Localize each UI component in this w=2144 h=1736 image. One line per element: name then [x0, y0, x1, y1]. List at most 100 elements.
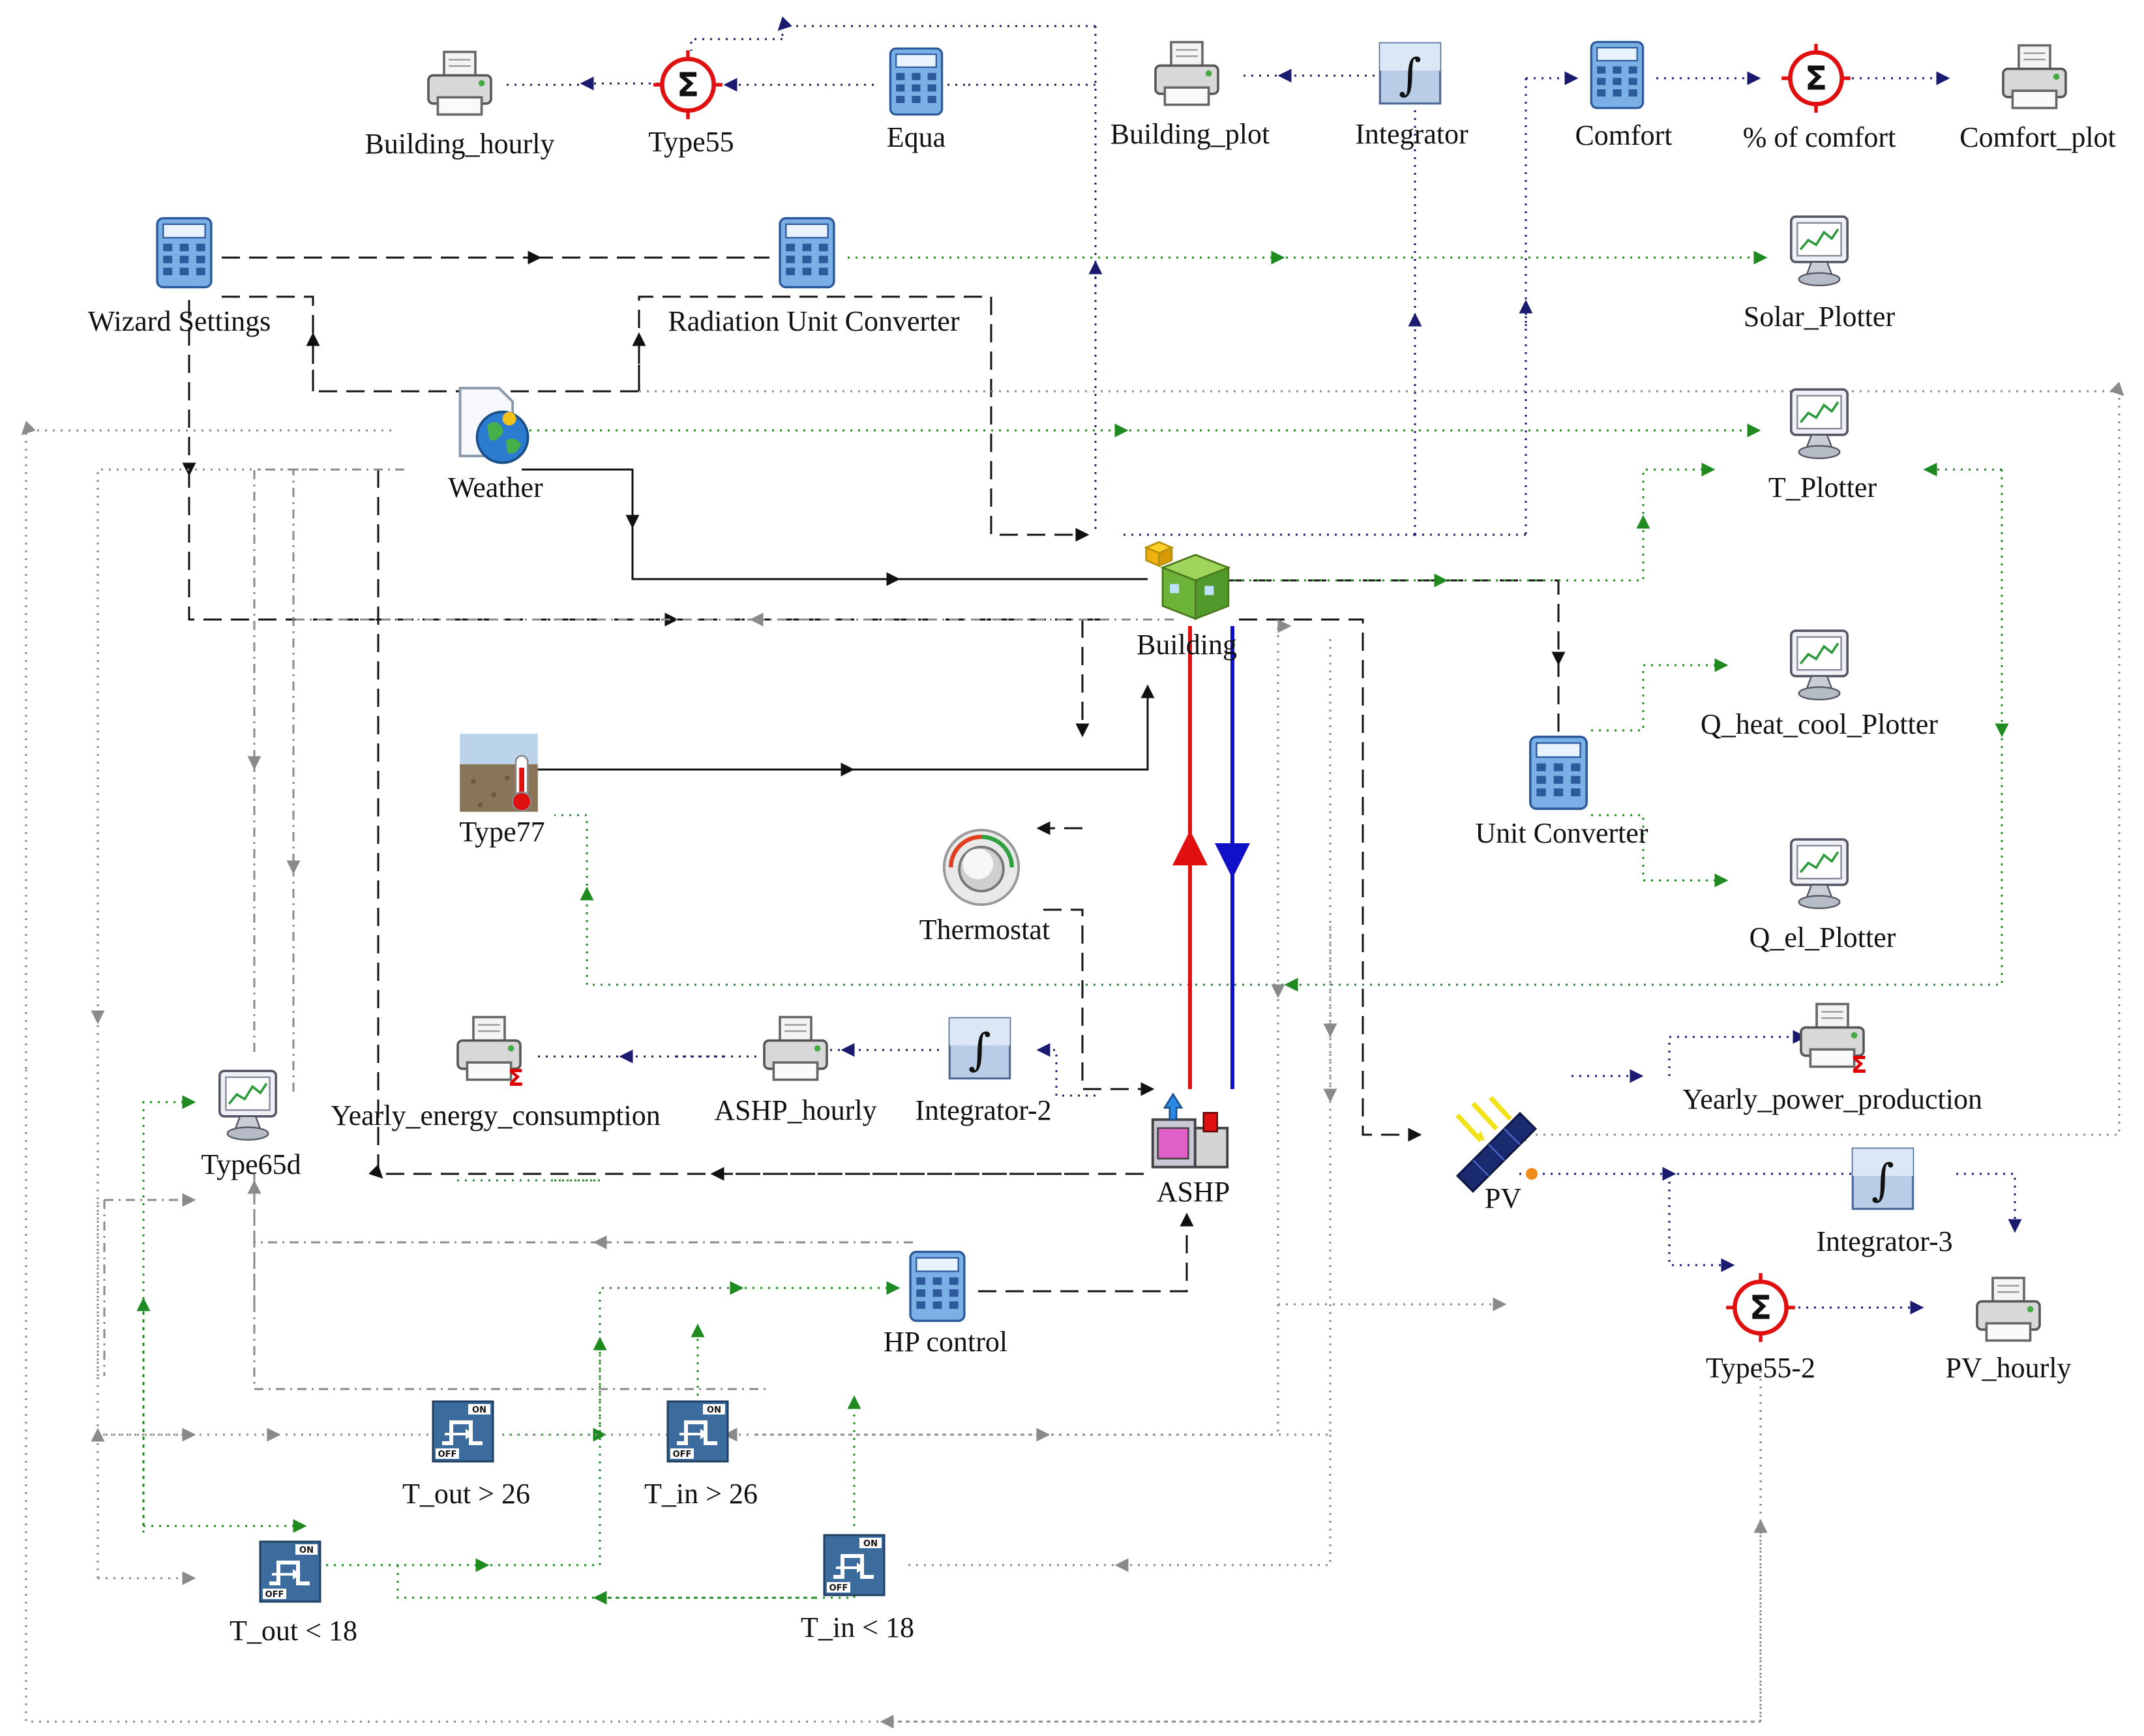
yearly-power-production-label: Yearly_power_production [1682, 1083, 1982, 1115]
thermostat-icon [944, 830, 1019, 905]
comfort-plot-label: Comfort_plot [1959, 121, 2116, 153]
on-off-switch-icon [433, 1401, 493, 1461]
pct-comfort-label: % of comfort [1743, 121, 1896, 153]
t-out-gt-26-label: T_out > 26 [402, 1478, 530, 1510]
building-plot-label: Building_plot [1110, 118, 1270, 150]
plotter-icon [1790, 629, 1849, 701]
building-label: Building [1137, 629, 1237, 661]
comfort-label: Comfort [1575, 119, 1672, 151]
plotter-icon [1790, 215, 1849, 287]
printer-icon [763, 1015, 828, 1081]
ashp-hourly-component[interactable]: ASHP_hourly [714, 1015, 877, 1126]
radiation-unit-converter-component[interactable]: Radiation Unit Converter [668, 217, 960, 337]
integrator-component[interactable]: Integrator [1355, 42, 1468, 150]
integrator-label: Integrator [1355, 118, 1468, 150]
pv-component[interactable]: PV [1457, 1098, 1538, 1214]
solar-plotter-label: Solar_Plotter [1744, 301, 1896, 333]
hp-control-component[interactable]: HP control [884, 1250, 1007, 1358]
type55-component[interactable]: Type55 [648, 50, 734, 158]
sigma-icon [653, 50, 722, 119]
thermostat-label: Thermostat [919, 914, 1050, 946]
green-signal-links [136, 250, 2009, 1605]
type55-label: Type55 [648, 126, 734, 158]
building-hourly-label: Building_hourly [365, 128, 555, 160]
weather-component[interactable]: Weather [448, 387, 543, 503]
plotter-icon [1790, 388, 1849, 460]
weather-globe-icon [458, 387, 529, 464]
integral-icon [1851, 1147, 1914, 1210]
t-out-gt-26-component[interactable]: T_out > 26 [402, 1401, 530, 1510]
navy-output-links [502, 16, 2022, 1315]
t-out-lt-18-label: T_out < 18 [230, 1615, 357, 1647]
weather-label: Weather [448, 471, 543, 503]
equa-component[interactable]: Equa [887, 47, 945, 153]
yearly-energy-consumption-component[interactable]: Yearly_energy_consumption [331, 1017, 661, 1131]
q-heat-cool-plotter-label: Q_heat_cool_Plotter [1701, 708, 1938, 740]
t-in-lt-18-label: T_in < 18 [801, 1611, 914, 1643]
comfort-plot-component[interactable]: Comfort_plot [1959, 44, 2116, 153]
heat-pump-icon [1151, 1092, 1229, 1169]
t-in-lt-18-component[interactable]: T_in < 18 [801, 1535, 914, 1643]
on-off-switch-icon [260, 1542, 320, 1602]
t-in-gt-26-component[interactable]: T_in > 26 [644, 1401, 758, 1510]
type65d-component[interactable]: Type65d [201, 1070, 301, 1180]
hp-control-label: HP control [884, 1326, 1007, 1358]
connection-lines [21, 16, 2124, 1729]
on-off-switch-icon [668, 1401, 728, 1461]
wizard-settings-component[interactable]: Wizard Settings [88, 217, 271, 337]
integrator-2-label: Integrator-2 [915, 1094, 1051, 1126]
type77-label: Type77 [459, 816, 544, 848]
thermostat-component[interactable]: Thermostat [919, 830, 1050, 946]
pv-hourly-component[interactable]: PV_hourly [1945, 1276, 2072, 1384]
pct-comfort-component[interactable]: % of comfort [1743, 44, 1896, 153]
black-dashed-links [182, 250, 1566, 1293]
unit-converter-label: Unit Converter [1475, 817, 1648, 849]
printer-icon [1154, 40, 1219, 106]
t-out-lt-18-component[interactable]: T_out < 18 [230, 1542, 357, 1647]
q-el-plotter-label: Q_el_Plotter [1749, 921, 1896, 953]
building-component[interactable]: Building [1137, 541, 1237, 661]
calculator-icon [909, 1250, 966, 1323]
printer-sum-icon [458, 1017, 524, 1092]
components: Building_hourly Type55 Equa Building_plo… [88, 40, 2116, 1647]
t-plotter-component[interactable]: T_Plotter [1768, 388, 1877, 503]
printer-icon [2002, 44, 2067, 110]
pv-hourly-label: PV_hourly [1945, 1352, 2071, 1384]
ground-thermometer-icon [458, 732, 539, 813]
type77-component[interactable]: Type77 [458, 732, 545, 848]
integrator-3-label: Integrator-3 [1816, 1225, 1952, 1257]
ashp-component[interactable]: ASHP [1151, 1092, 1230, 1208]
plotter-icon [1790, 838, 1849, 910]
q-heat-cool-plotter-component[interactable]: Q_heat_cool_Plotter [1701, 629, 1938, 740]
pv-label: PV [1485, 1182, 1521, 1214]
solar-plotter-component[interactable]: Solar_Plotter [1744, 215, 1896, 333]
solar-panel-icon [1457, 1098, 1538, 1191]
sigma-icon [1726, 1273, 1795, 1342]
t-plotter-label: T_Plotter [1768, 471, 1877, 503]
sigma-icon [1781, 44, 1851, 113]
calculator-icon [779, 217, 835, 289]
q-el-plotter-component[interactable]: Q_el_Plotter [1749, 838, 1896, 953]
integral-icon [1378, 42, 1442, 105]
equa-label: Equa [887, 121, 945, 153]
building-cube-icon [1145, 541, 1230, 620]
yearly-power-production-component[interactable]: Yearly_power_production [1682, 1004, 1982, 1115]
integral-icon [948, 1017, 1011, 1080]
ashp-hourly-label: ASHP_hourly [714, 1094, 876, 1126]
calculator-icon [1529, 736, 1588, 810]
integrator-3-component[interactable]: Integrator-3 [1816, 1147, 1953, 1257]
printer-icon [1976, 1276, 2041, 1342]
building-plot-component[interactable]: Building_plot [1110, 40, 1270, 150]
type55-2-component[interactable]: Type55-2 [1706, 1273, 1815, 1384]
gray-dotted-links [21, 382, 2124, 1729]
type55-2-label: Type55-2 [1706, 1352, 1815, 1384]
unit-converter-component[interactable]: Unit Converter [1475, 736, 1648, 849]
comfort-component[interactable]: Comfort [1575, 40, 1673, 151]
integrator-2-component[interactable]: Integrator-2 [915, 1017, 1052, 1126]
on-off-switch-icon [824, 1535, 884, 1595]
building-hourly-component[interactable]: Building_hourly [365, 50, 555, 160]
black-solid-links [522, 468, 1155, 777]
calculator-icon [156, 217, 213, 289]
printer-icon [427, 50, 492, 116]
t-in-gt-26-label: T_in > 26 [644, 1478, 758, 1510]
